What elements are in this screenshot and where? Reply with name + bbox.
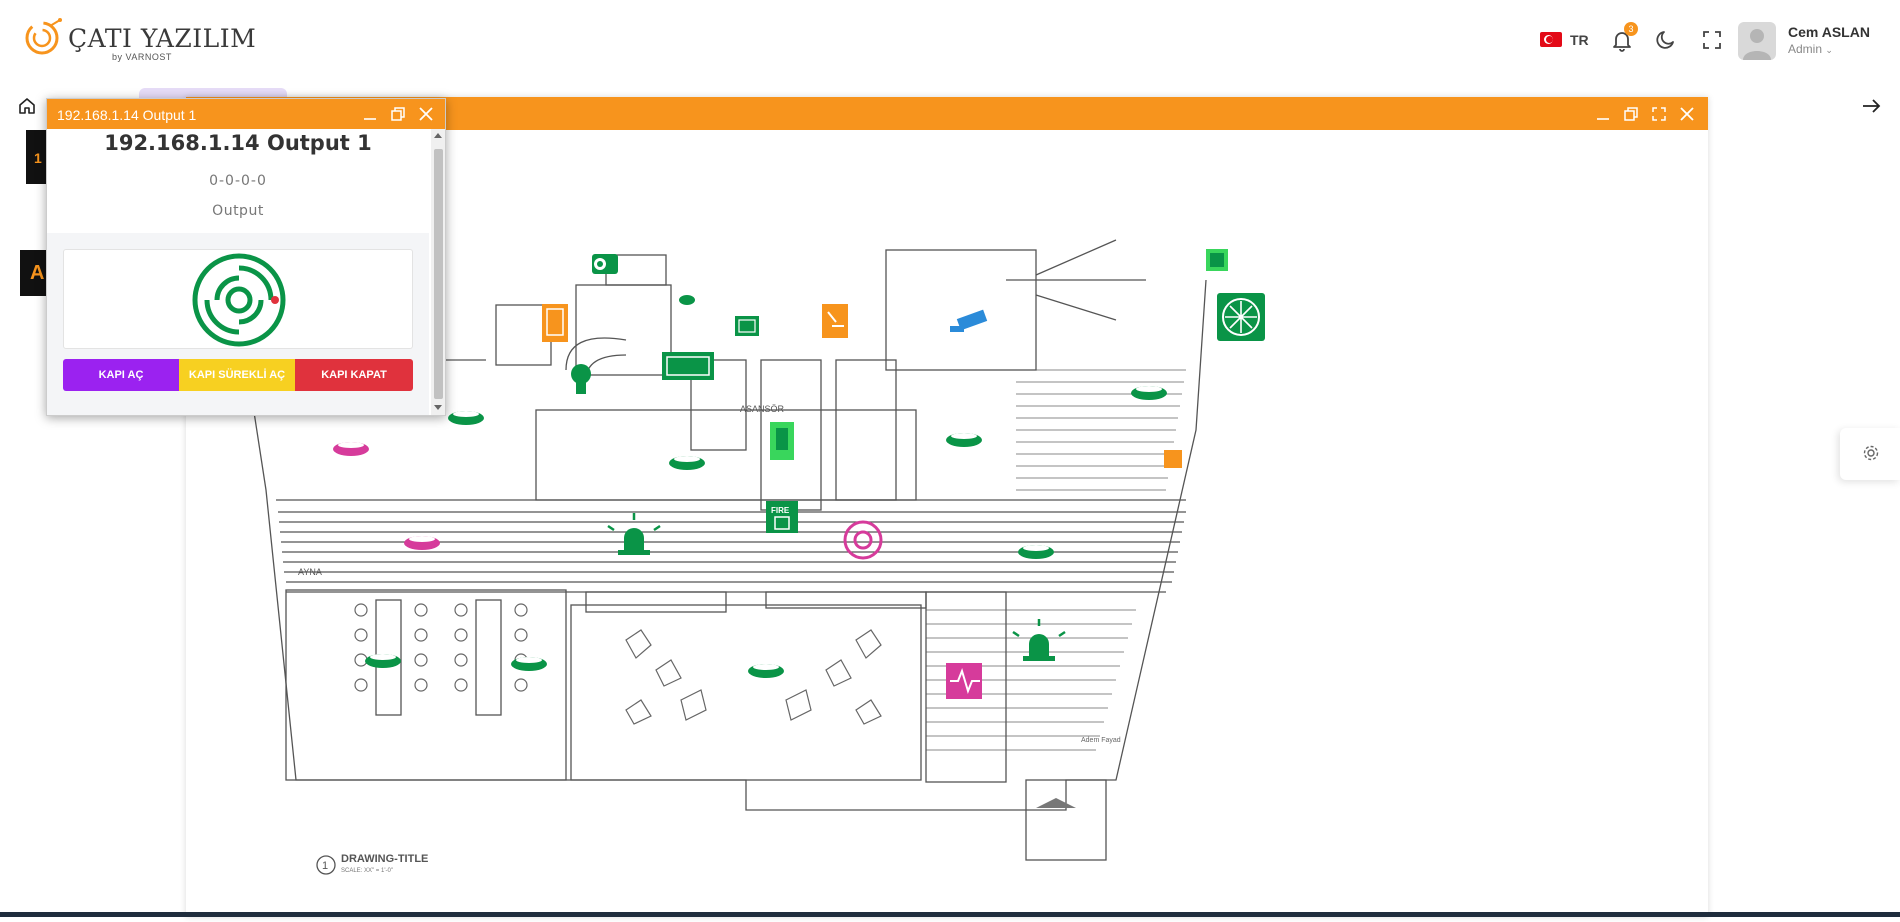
fire-label: FIRE xyxy=(771,506,790,515)
flag-tr-icon[interactable] xyxy=(1540,32,1562,47)
smoke-detector-icon[interactable] xyxy=(448,411,484,425)
device-address: 0-0-0-0 xyxy=(209,173,267,189)
heat-detector-icon[interactable] xyxy=(333,442,369,456)
access-reader-icon[interactable] xyxy=(822,304,848,338)
close-icon[interactable] xyxy=(1678,105,1696,123)
top-bar: ÇATI YAZILIM by VARNOST xyxy=(0,0,1900,80)
heat-detector-icon[interactable] xyxy=(843,520,883,560)
smoke-detector-icon[interactable] xyxy=(1131,386,1167,400)
drawing-number-circle xyxy=(316,855,336,875)
device-action-buttons: KAPI AÇ KAPI SÜREKLİ AÇ KAPI KAPAT xyxy=(63,359,413,391)
bottom-bar xyxy=(0,912,1900,917)
home-icon[interactable] xyxy=(18,97,36,115)
author-label: Adem Fayad xyxy=(1081,737,1121,744)
avatar[interactable] xyxy=(1738,22,1776,60)
smoke-detector-icon[interactable] xyxy=(748,664,784,678)
smoke-detector-icon[interactable] xyxy=(946,433,982,447)
minimize-icon[interactable] xyxy=(361,105,379,123)
settings-tab[interactable] xyxy=(1840,428,1900,480)
module-icon[interactable] xyxy=(735,316,759,336)
exit-sign-icon[interactable] xyxy=(770,422,794,460)
vibration-sensor-icon[interactable] xyxy=(946,663,982,699)
fullscreen-icon[interactable] xyxy=(1700,28,1724,52)
device-name: 192.168.1.14 Output 1 xyxy=(104,131,372,155)
device-window-content: 192.168.1.14 Output 1 0-0-0-0 Output KAP… xyxy=(47,129,429,415)
smoke-detector-icon[interactable] xyxy=(1018,545,1054,559)
side-block-2-label: A xyxy=(30,262,45,284)
fan-icon[interactable] xyxy=(1217,293,1265,341)
mirror-label: AYNA xyxy=(298,567,322,577)
brand-name: ÇATI YAZILIM xyxy=(68,24,257,53)
device-window: 192.168.1.14 Output 1 192.168.1.14 Outpu… xyxy=(46,98,446,416)
restore-icon[interactable] xyxy=(389,105,407,123)
device-window-title: 192.168.1.14 Output 1 xyxy=(57,107,197,123)
smoke-detector-icon[interactable] xyxy=(511,657,547,671)
door-icon[interactable] xyxy=(542,304,568,342)
siren-icon[interactable] xyxy=(1012,619,1066,661)
elevator-label: ASANSÖR xyxy=(740,404,785,414)
gear-icon xyxy=(1863,445,1879,461)
drawing-scale: SCALE: XX" = 1'-0" xyxy=(341,868,393,874)
minimize-icon[interactable] xyxy=(1594,105,1612,123)
close-icon[interactable] xyxy=(417,105,435,123)
smoke-detector-icon[interactable] xyxy=(669,456,705,470)
scroll-down-icon[interactable] xyxy=(434,405,442,410)
dark-mode-icon[interactable] xyxy=(1654,28,1678,52)
smoke-detector-icon[interactable] xyxy=(679,295,695,305)
notification-badge: 3 xyxy=(1624,22,1638,36)
fire-alarm-button-icon[interactable]: FIRE xyxy=(766,501,798,533)
bell-icon[interactable] xyxy=(1610,28,1634,52)
module-icon[interactable] xyxy=(1206,249,1228,271)
device-type: Output xyxy=(212,203,264,219)
control-panel-icon[interactable] xyxy=(662,352,714,380)
open-door-button[interactable]: KAPI AÇ xyxy=(63,359,179,391)
close-door-button[interactable]: KAPI KAPAT xyxy=(295,359,413,391)
restore-icon[interactable] xyxy=(1622,105,1640,123)
chevron-down-icon: ⌄ xyxy=(1825,45,1833,55)
siren-icon[interactable] xyxy=(607,513,661,555)
side-block-2: A xyxy=(20,250,48,296)
scrollbar[interactable] xyxy=(431,129,445,415)
keep-door-open-button[interactable]: KAPI SÜREKLİ AÇ xyxy=(179,359,295,391)
drawing-title: DRAWING-TITLE xyxy=(341,853,428,865)
device-icon-box xyxy=(63,249,413,349)
scrollbar-thumb[interactable] xyxy=(434,149,443,399)
side-block-1-label: 1 xyxy=(34,150,42,166)
brand-logo[interactable]: ÇATI YAZILIM by VARNOST xyxy=(24,16,256,66)
maximize-icon[interactable] xyxy=(1650,105,1668,123)
device-window-titlebar[interactable]: 192.168.1.14 Output 1 xyxy=(47,99,445,129)
door-icon[interactable] xyxy=(1164,450,1182,468)
user-role-label: Admin xyxy=(1788,42,1823,56)
user-role[interactable]: Admin ⌄ xyxy=(1788,42,1833,56)
output-device-icon xyxy=(192,253,286,347)
user-name[interactable]: Cem ASLAN xyxy=(1788,24,1870,40)
heat-detector-icon[interactable] xyxy=(404,536,440,550)
floor-plan-drawing: ASANSÖR AYNA 1 DRAWING-TITLE SCALE: XX" … xyxy=(245,239,1265,875)
brand-logo-icon xyxy=(25,18,62,55)
language-selector[interactable]: TR xyxy=(1570,32,1589,48)
user-silhouette-icon xyxy=(1743,29,1771,60)
smoke-detector-icon[interactable] xyxy=(365,654,401,668)
fire-extinguisher-icon[interactable] xyxy=(571,364,591,394)
side-block-1: 1 xyxy=(26,130,48,184)
up-arrow-icon xyxy=(1036,798,1076,808)
scroll-up-icon[interactable] xyxy=(434,133,442,138)
drawing-number: 1 xyxy=(322,860,328,872)
brand-subtitle: by VARNOST xyxy=(112,52,172,62)
arrow-right-icon[interactable] xyxy=(1860,95,1882,117)
sprinkler-icon[interactable] xyxy=(592,254,618,274)
camera-icon[interactable] xyxy=(950,309,988,332)
